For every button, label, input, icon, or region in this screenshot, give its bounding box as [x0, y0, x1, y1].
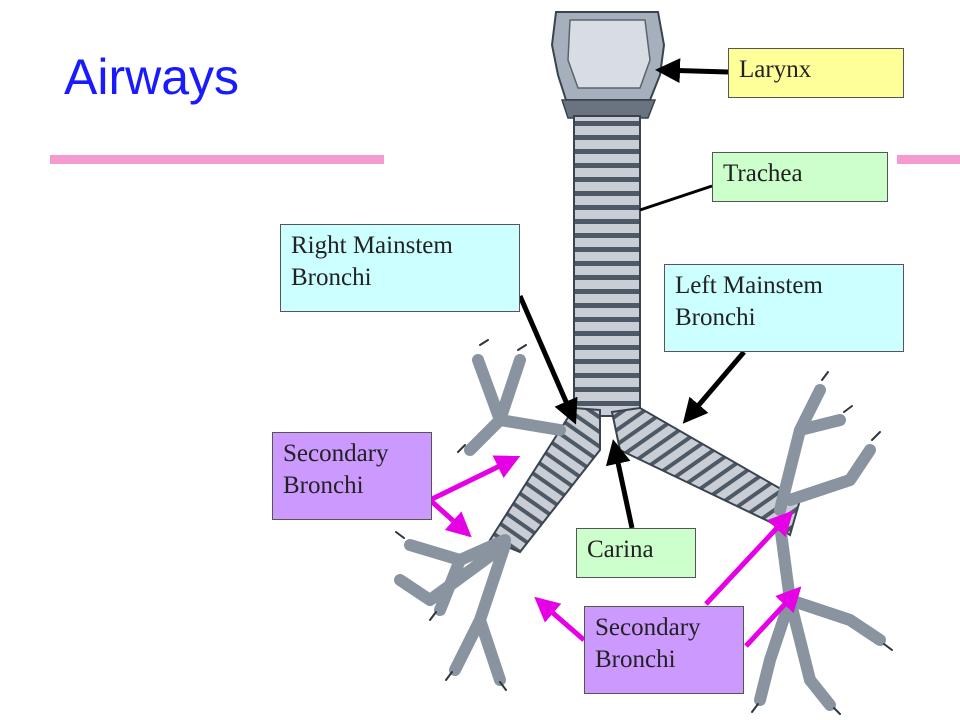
slide-title: Airways — [64, 49, 240, 105]
label-right-mainstem: Right Mainstem Bronchi — [280, 224, 520, 312]
label-secondary-bottom-line1: Secondary — [595, 614, 701, 641]
label-secondary-left: Secondary Bronchi — [272, 432, 432, 520]
arrow-secondary-bottom-3 — [744, 586, 802, 648]
label-right-mainstem-line2: Bronchi — [291, 264, 372, 291]
label-secondary-left-line2: Bronchi — [283, 472, 364, 499]
label-carina: Carina — [576, 528, 696, 578]
larynx-shape — [550, 11, 666, 119]
label-larynx: Larynx — [728, 48, 904, 98]
bronchial-tree-left — [754, 384, 886, 711]
arrow-left-mainstem — [682, 350, 746, 424]
label-left-mainstem-line2: Bronchi — [675, 304, 756, 331]
label-trachea-text: Trachea — [723, 160, 803, 187]
bronchial-tree-left-outline — [751, 371, 893, 715]
bronchial-tree-right — [394, 354, 566, 686]
label-left-mainstem-line1: Left Mainstem — [675, 272, 823, 299]
arrow-right-mainstem — [517, 295, 578, 425]
label-secondary-left-line1: Secondary — [283, 440, 389, 467]
label-right-mainstem-line1: Right Mainstem — [291, 232, 453, 259]
arrow-larynx — [655, 58, 729, 84]
arrow-secondary-bottom-1 — [534, 596, 586, 642]
label-secondary-bottom-line2: Bronchi — [595, 646, 676, 673]
left-mainstem-shape — [610, 406, 802, 537]
arrow-trachea — [639, 184, 713, 212]
black-arrows — [517, 58, 746, 529]
magenta-arrows — [428, 455, 802, 648]
label-secondary-bottom: Secondary Bronchi — [584, 606, 744, 694]
arrow-carina — [605, 439, 635, 529]
label-carina-text: Carina — [587, 536, 654, 563]
bronchial-tree-right-outline — [395, 339, 527, 691]
title-underline-right — [897, 155, 960, 164]
arrow-secondary-left-upper — [428, 455, 521, 503]
label-trachea: Trachea — [712, 152, 888, 202]
arrow-secondary-bottom-2 — [704, 510, 794, 606]
trachea-shape — [573, 115, 641, 417]
title-underline-left — [50, 155, 384, 164]
label-left-mainstem: Left Mainstem Bronchi — [664, 264, 904, 352]
arrow-secondary-left-lower — [428, 498, 472, 538]
label-larynx-text: Larynx — [739, 56, 812, 83]
